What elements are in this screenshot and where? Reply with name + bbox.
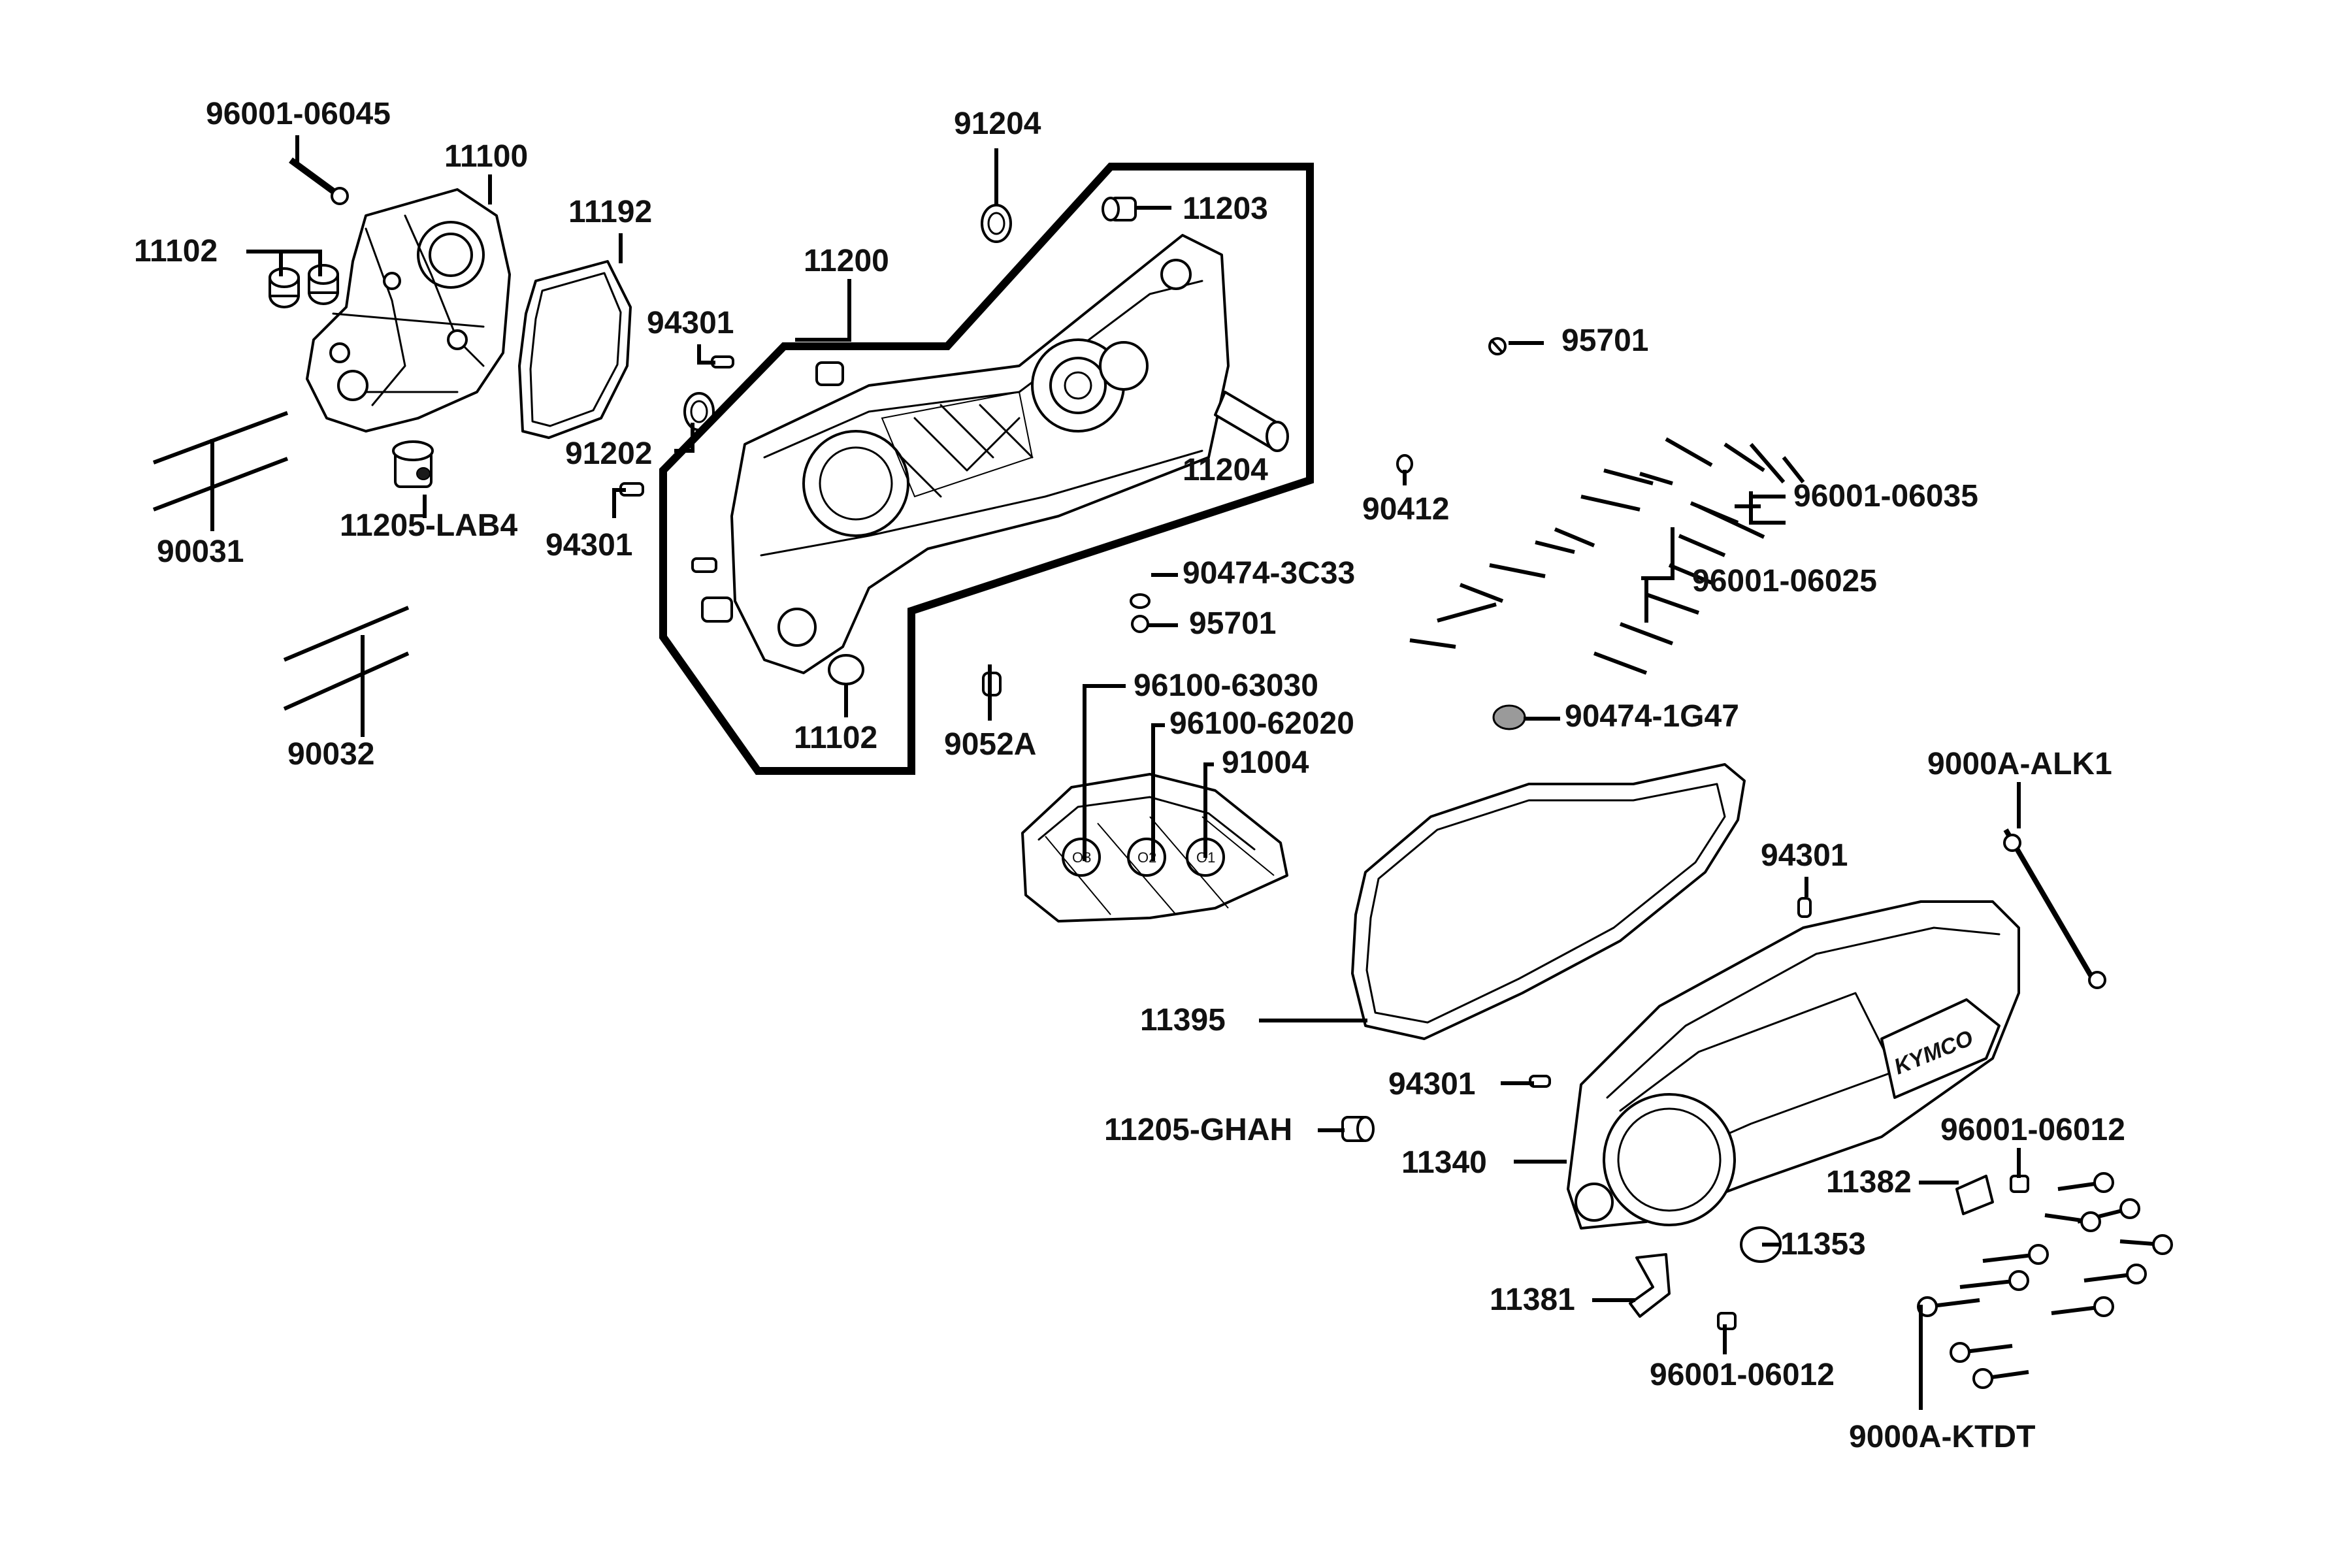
label-96001-06012-bottom: 96001-06012 (1650, 1358, 1835, 1392)
label-11203: 11203 (1183, 191, 1268, 226)
label-11205-ghah: 11205-GHAH (1104, 1113, 1292, 1147)
label-96100-63030: 96100-63030 (1134, 668, 1318, 703)
bushing-11203 (1102, 197, 1137, 221)
label-11353: 11353 (1780, 1227, 1866, 1262)
label-94301-c: 94301 (1761, 838, 1848, 873)
studs-90032 (283, 606, 410, 711)
leader-lines (210, 135, 2021, 1410)
bolt-95701-top (1488, 337, 1507, 355)
label-96100-62020: 96100-62020 (1169, 706, 1354, 741)
label-11100: 11100 (444, 139, 528, 174)
bracket-11381 (1629, 1253, 1671, 1318)
label-9000a-alk1: 9000A-ALK1 (1927, 747, 2112, 781)
bolt-9000a-alk1 (2003, 828, 2106, 989)
label-96001-06025: 96001-06025 (1692, 564, 1877, 598)
crankcase-11200-boundary (659, 163, 1314, 775)
label-9000a-ktdt: 9000A-KTDT (1849, 1420, 2035, 1454)
label-11381: 11381 (1490, 1282, 1575, 1317)
label-11204: 11204 (1183, 453, 1268, 487)
label-90474-1g47: 90474-1G47 (1565, 699, 1739, 734)
label-11395: 11395 (1140, 1003, 1226, 1037)
label-11192: 11192 (568, 195, 652, 229)
pin-94301-c (1797, 897, 1812, 918)
gasket-11395 (1351, 763, 1746, 1040)
label-90032: 90032 (287, 737, 374, 772)
screw-array-9000a-ktdt (1917, 1172, 2173, 1389)
label-94301-b: 94301 (546, 528, 632, 563)
right-crankcase-11200 (730, 234, 1230, 674)
cover-11340: KYMCO (1567, 900, 2020, 1230)
label-90031: 90031 (157, 534, 244, 569)
plate-mark-o3: O3 (1072, 849, 1091, 866)
seal-91204 (981, 204, 1012, 243)
label-91004: 91004 (1222, 745, 1309, 780)
dowels-11102-bottom (691, 361, 864, 685)
label-95701-top: 95701 (1561, 323, 1648, 358)
label-94301-d: 94301 (1388, 1067, 1475, 1102)
label-90412: 90412 (1362, 492, 1449, 527)
label-96001-06045: 96001-06045 (206, 97, 391, 131)
washer-90474-1g47 (1492, 704, 1526, 730)
washer-90474-3c33 (1130, 593, 1151, 609)
bracket-11382 (1955, 1175, 1994, 1215)
dowels-11102-top (269, 264, 339, 308)
label-11102-top: 11102 (134, 234, 218, 269)
bolt-96001-06045 (289, 157, 349, 205)
label-11102-bottom: 11102 (794, 721, 877, 755)
label-96001-06035: 96001-06035 (1793, 479, 1978, 514)
label-95701-mid: 95701 (1189, 606, 1276, 641)
left-crankcase-11100 (306, 188, 511, 433)
bolt-95701-mid (1131, 615, 1149, 633)
label-11382: 11382 (1826, 1165, 1912, 1200)
shaft-11204 (1214, 391, 1289, 452)
bushing-11205-ghah (1341, 1116, 1375, 1142)
label-91204: 91204 (954, 106, 1041, 141)
gasket-11192 (518, 260, 632, 439)
label-96001-06012-right: 96001-06012 (1940, 1113, 2125, 1147)
studs-90031 (152, 411, 289, 512)
screw-96001-06012-right (2010, 1175, 2029, 1193)
label-11205-lab4: 11205-LAB4 (340, 508, 517, 543)
label-94301-a: 94301 (647, 306, 734, 340)
label-11340: 11340 (1401, 1145, 1487, 1180)
part-labels: 96001-06045 11100 11192 11102 94301 9120… (134, 97, 2125, 1454)
label-91202: 91202 (565, 436, 652, 471)
bushing-11205-lab4 (392, 440, 434, 488)
label-11200: 11200 (804, 244, 889, 278)
label-90474-3c33: 90474-3C33 (1183, 556, 1355, 591)
label-9052a: 9052A (944, 727, 1036, 762)
bolt-bank-96001 (1409, 437, 1805, 675)
plug-11353 (1740, 1226, 1782, 1263)
